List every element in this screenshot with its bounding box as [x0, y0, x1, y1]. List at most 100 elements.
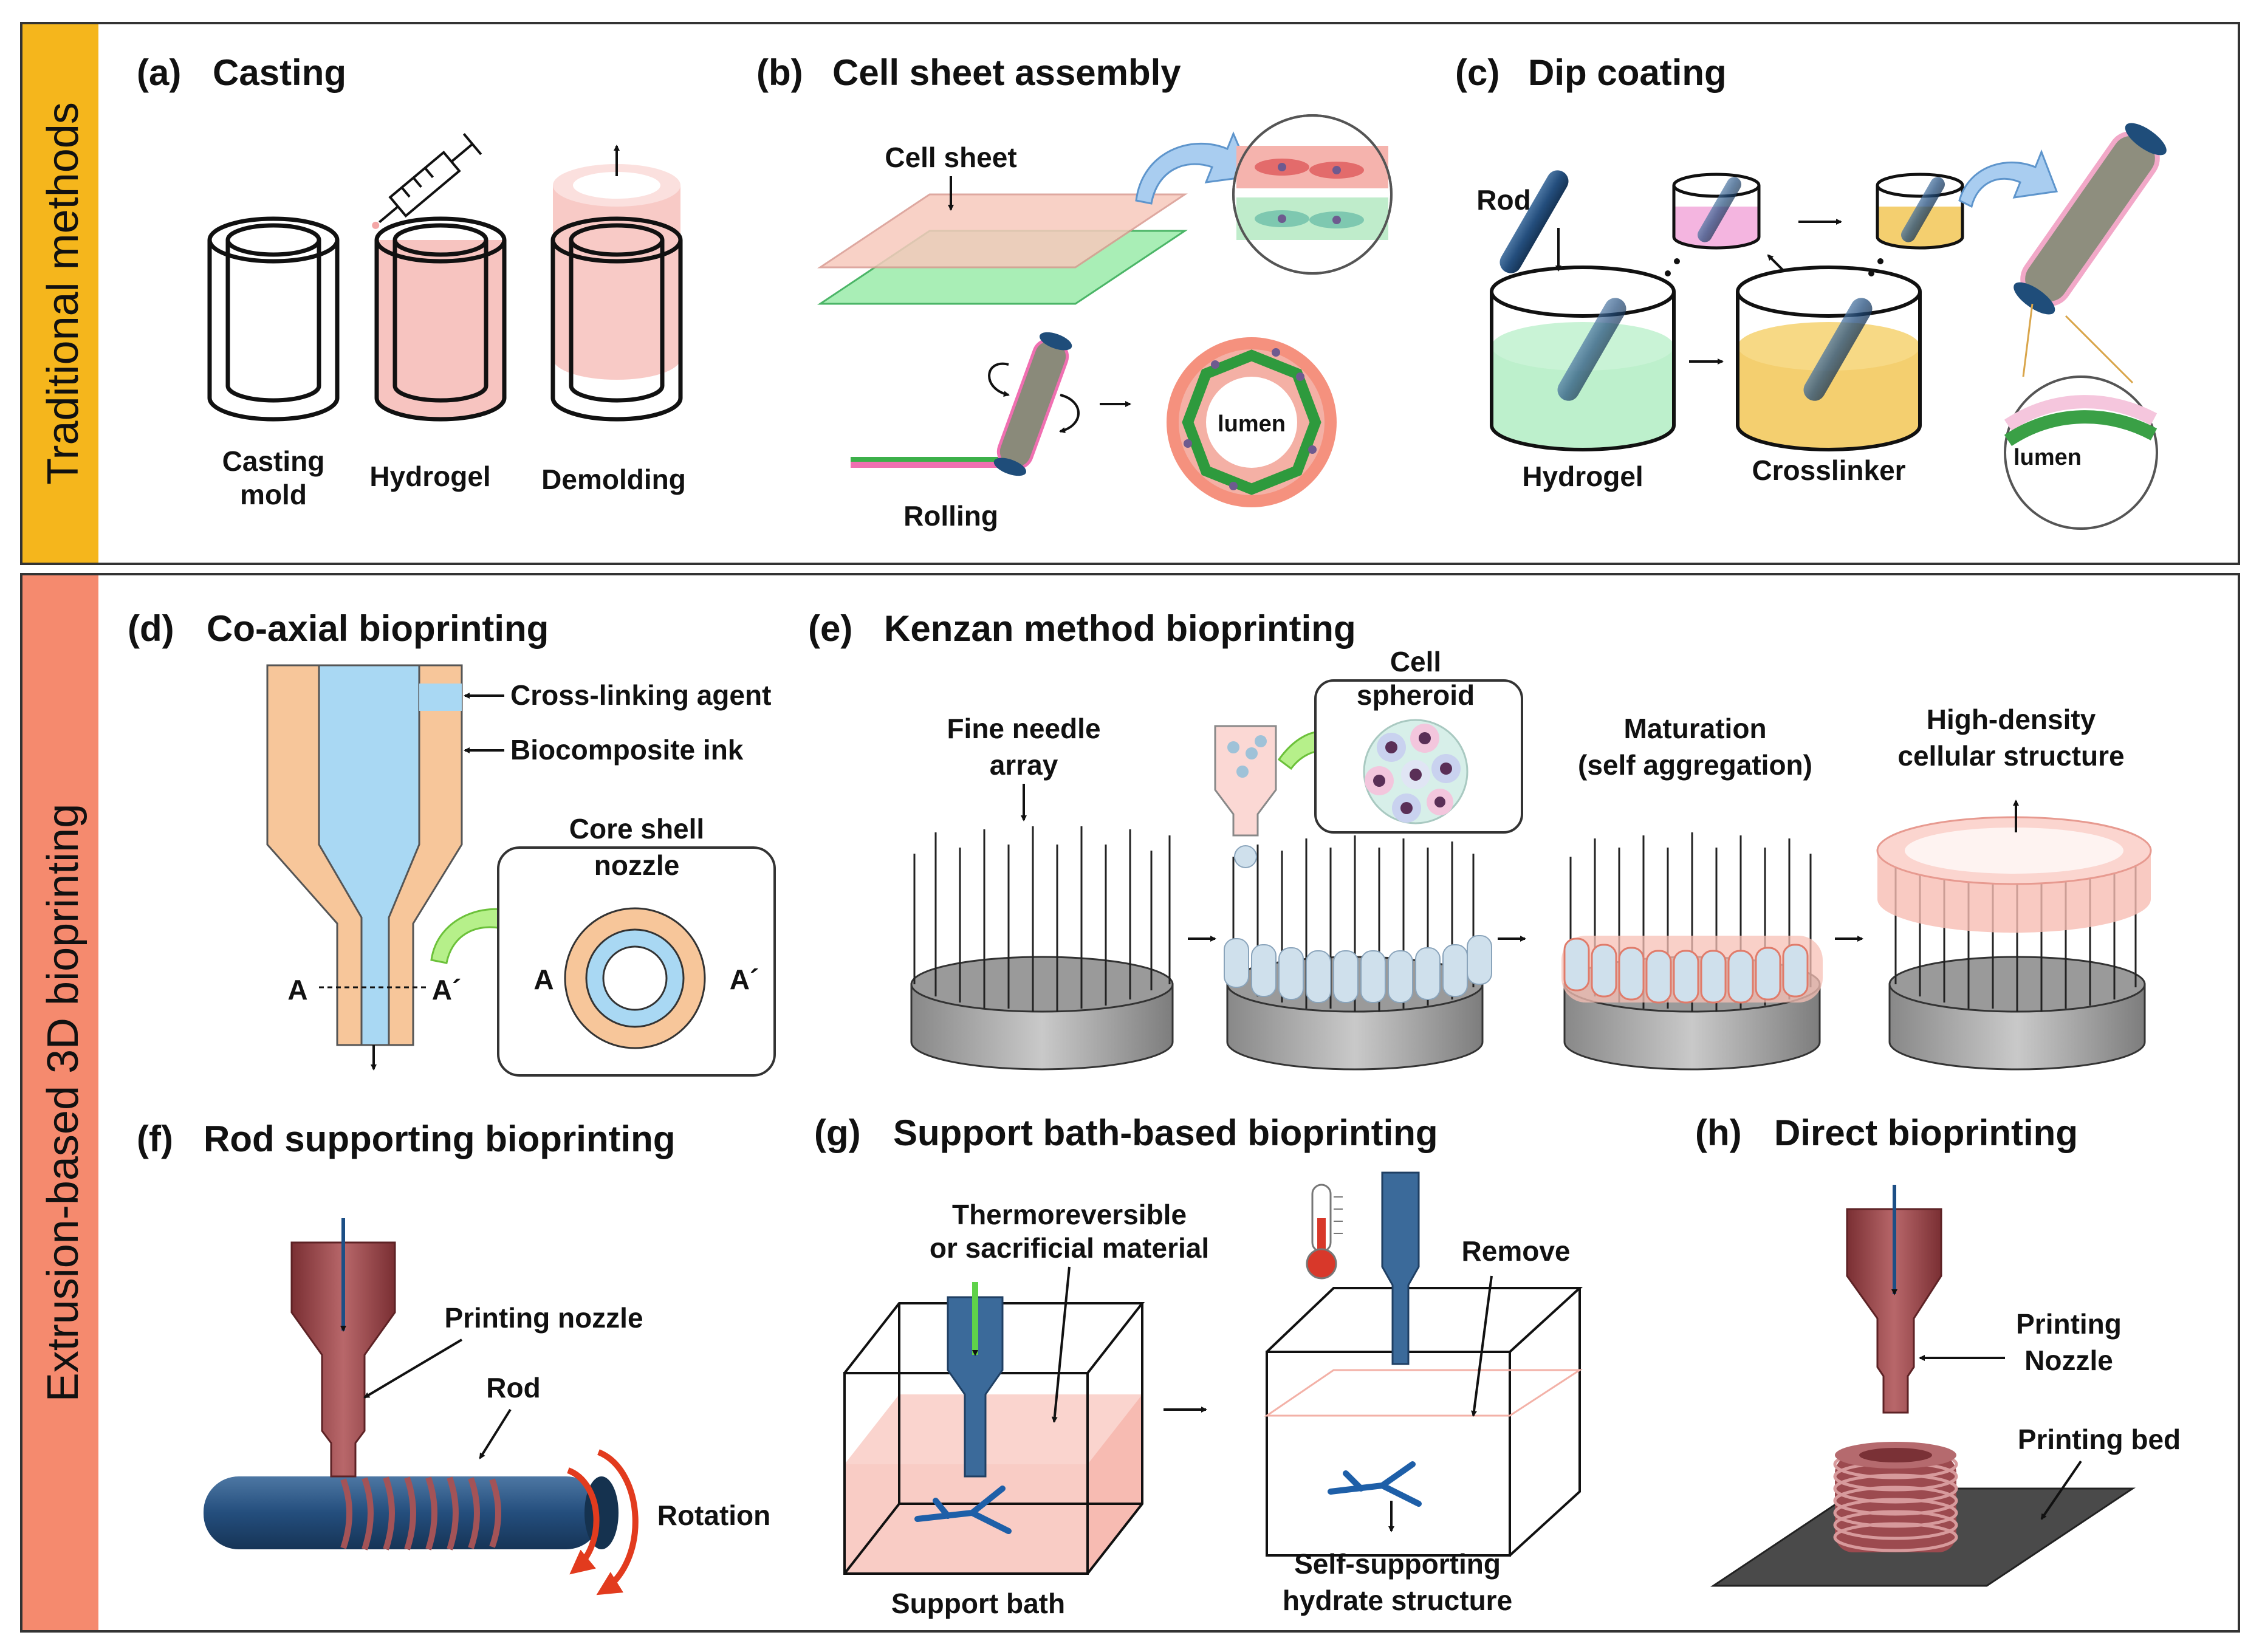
- traditional-sidebar: [22, 24, 98, 563]
- panel-f: (f) Rod supporting bioprinting Printing …: [137, 1119, 771, 1595]
- panel-a-title: Casting: [213, 52, 346, 93]
- cell-spheroid-label: Cell: [1390, 646, 1441, 677]
- printing-nozzle-f-icon: [290, 1218, 396, 1478]
- panel-b-title: Cell sheet assembly: [832, 52, 1181, 93]
- vessel-cross-section-icon: [1167, 337, 1337, 507]
- coaxial-nozzle-icon: [266, 664, 463, 1071]
- panel-b-letter: (b): [756, 52, 803, 93]
- support-bath-label: Support bath: [891, 1588, 1065, 1619]
- blue-curved-arrow-icon-c: [1958, 149, 2058, 208]
- hydrogel-label: Hydrogel: [369, 461, 490, 492]
- panel-b: (b) Cell sheet assembly Cell sheet: [756, 52, 1393, 532]
- needle-array-label: Fine needle: [947, 713, 1100, 744]
- cell-sheet-label: Cell sheet: [885, 142, 1016, 173]
- lumen-zoom-icon-c: [2004, 375, 2158, 530]
- rotation-label: Rotation: [657, 1499, 771, 1531]
- high-density-label: High-density: [1927, 704, 2096, 735]
- thermoreversible-label: Thermoreversible: [952, 1199, 1187, 1230]
- coated-rod-icon: [2014, 123, 2167, 315]
- tissue-ring-icon: [1876, 816, 2152, 933]
- crosslinker-beaker-icon: [1736, 266, 1922, 451]
- panel-f-title: Rod supporting bioprinting: [204, 1119, 675, 1159]
- printing-nozzle-g-icon: [947, 1282, 1004, 1478]
- printed-vessel-icon-g2: [1328, 1461, 1422, 1507]
- support-bath-box: [843, 1302, 1145, 1575]
- panel-d-letter: (d): [128, 608, 174, 649]
- casting-mold-icon: [207, 216, 340, 422]
- demolding-label: Demolding: [541, 464, 686, 495]
- thermoreversible-label-2: or sacrificial material: [930, 1232, 1209, 1264]
- maturation-label-2: (self aggregation): [1578, 749, 1812, 781]
- panel-g: (g) Support bath-based bioprinting Therm…: [814, 1112, 1583, 1619]
- printing-nozzle-label-h-2: Nozzle: [2024, 1345, 2113, 1376]
- extrusion-section: Extrusion-based 3D bioprinting: [20, 573, 2240, 1633]
- panel-e-letter: (e): [808, 608, 852, 649]
- lumen-label-c: lumen: [2014, 445, 2082, 470]
- panel-a-letter: (a): [137, 52, 181, 93]
- rod-label-c: Rod: [1476, 184, 1530, 216]
- panel-h-title: Direct bioprinting: [1774, 1112, 2078, 1153]
- panel-a: (a) Casting: [137, 52, 686, 510]
- panel-c-title: Dip coating: [1528, 52, 1727, 93]
- hydrogel-mold-icon: [374, 216, 507, 422]
- printing-nozzle-g2-icon: [1381, 1171, 1420, 1365]
- maturing-tissue-icon: [1561, 936, 1823, 1004]
- spheroid-zoom-icon: [1363, 719, 1469, 824]
- casting-mold-label: Casting: [222, 445, 325, 477]
- printed-stack-icon: [1833, 1442, 1958, 1552]
- rolling-sheet-icon: [851, 332, 1080, 476]
- biocomposite-ink-label: Biocomposite ink: [510, 734, 744, 766]
- small-yellow-beaker-icon: [1876, 173, 1964, 250]
- panel-f-letter: (f): [137, 1119, 173, 1159]
- lumen-label-b: lumen: [1218, 411, 1286, 437]
- rolling-label: Rolling: [903, 500, 998, 532]
- printing-nozzle-label-f: Printing nozzle: [444, 1302, 643, 1334]
- panel-e-title: Kenzan method bioprinting: [884, 608, 1356, 649]
- crosslinker-label: Crosslinker: [1752, 454, 1905, 486]
- panel-d: (d) Co-axial bioprinting Cross-linking a…: [128, 608, 776, 1077]
- hydrogel-beaker-icon: [1490, 266, 1676, 451]
- traditional-section: Traditional methods: [20, 22, 2240, 565]
- spheroid-stacks-2: [1224, 935, 1492, 1003]
- cell-layer-zoom-icon: [1232, 114, 1393, 275]
- rotation-arrows-icon: [567, 1449, 639, 1595]
- empty-bath-box: [1264, 1287, 1583, 1557]
- rod-label-f: Rod: [486, 1372, 540, 1404]
- extrusion-sidebar: [22, 575, 98, 1630]
- rod-icon: [1499, 170, 1569, 273]
- panel-c: (c) Dip coating Rod: [1455, 52, 2167, 530]
- panel-h-letter: (h): [1695, 1112, 1742, 1153]
- core-shell-label-2: nozzle: [594, 849, 680, 881]
- a-prime-label: A´: [432, 974, 462, 1006]
- printing-nozzle-h-icon: [1846, 1185, 1942, 1414]
- pink-cell-sheet: [817, 193, 1188, 269]
- crosslinking-agent-label: Cross-linking agent: [510, 679, 771, 711]
- remove-label: Remove: [1462, 1235, 1571, 1267]
- a-prime-label-2: A´: [730, 964, 759, 995]
- maturation-label: Maturation: [1623, 713, 1766, 744]
- a-label: A: [287, 974, 307, 1006]
- self-supporting-label: Self-supporting: [1294, 1548, 1501, 1580]
- traditional-sidebar-label: Traditional methods: [39, 102, 87, 485]
- hydrogel-label-c: Hydrogel: [1522, 461, 1643, 492]
- a-label-2: A: [533, 964, 554, 995]
- thermometer-icon: [1306, 1184, 1343, 1280]
- printed-vessel-icon-g: [914, 1486, 1012, 1534]
- panel-g-letter: (g): [814, 1112, 861, 1153]
- demolding-icon: [550, 145, 683, 422]
- printing-bed-label: Printing bed: [2018, 1424, 2181, 1455]
- cell-spheroid-label-2: spheroid: [1357, 679, 1475, 711]
- high-density-label-2: cellular structure: [1897, 740, 2124, 772]
- extrusion-sidebar-label: Extrusion-based 3D bioprinting: [39, 804, 87, 1402]
- small-pink-beaker-icon: [1672, 173, 1761, 250]
- spheroid-dispenser-icon: [1214, 725, 1277, 868]
- casting-mold-label-2: mold: [240, 479, 307, 510]
- core-shell-cross-section-icon: [564, 907, 706, 1049]
- syringe-icon: [372, 133, 482, 229]
- needle-base-1: [910, 956, 1174, 1071]
- panel-d-title: Co-axial bioprinting: [207, 608, 549, 649]
- panel-h: (h) Direct bioprinting Printing Nozzle P: [1695, 1112, 2181, 1587]
- panel-e: (e) Kenzan method bioprinting Fine needl…: [808, 608, 2152, 1071]
- blue-curved-arrow-icon: [1135, 131, 1253, 205]
